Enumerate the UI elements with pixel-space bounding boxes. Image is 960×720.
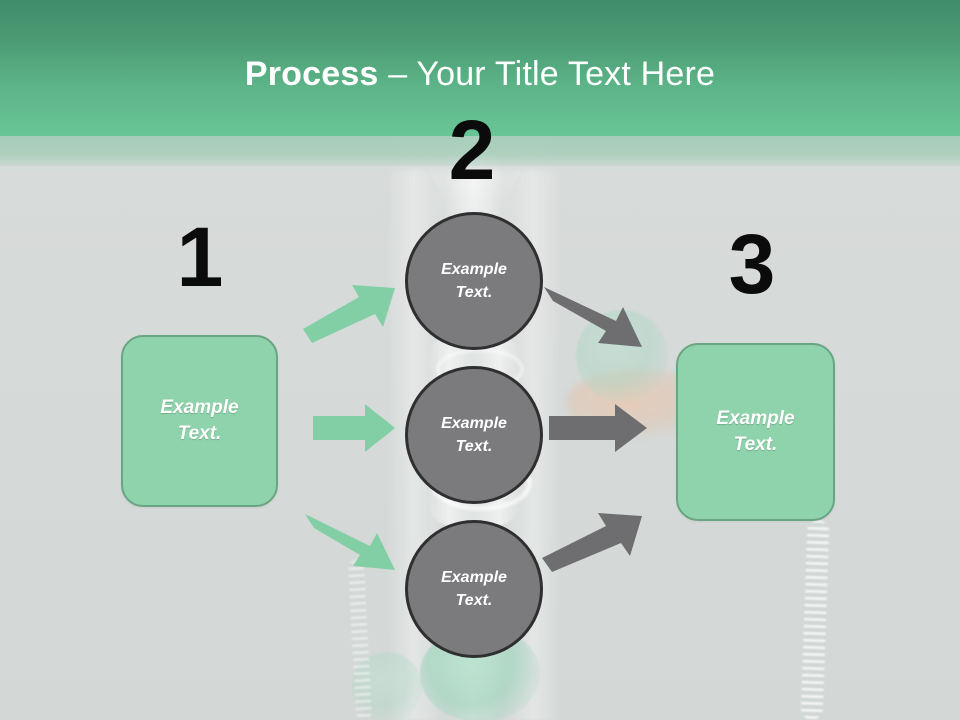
circle-2-line2: Text.	[455, 438, 493, 455]
arrow-gray-down-icon	[544, 283, 649, 349]
page-title: Process – Your Title Text Here	[0, 54, 960, 94]
box-left-line1: Example	[160, 397, 239, 418]
arrow-gray-up-icon	[542, 508, 646, 572]
header-fade-band-secondary	[0, 166, 960, 174]
header-band	[0, 0, 960, 136]
step-number-1: 1	[176, 210, 224, 304]
circle-1-line1: Example	[441, 261, 507, 278]
circle-3-line1: Example	[441, 569, 507, 586]
circle-step-2[interactable]: Example Text.	[405, 366, 543, 504]
box-right-label: Example Text.	[716, 406, 794, 458]
step-number-3: 3	[728, 217, 776, 311]
box-left-example-text[interactable]: Example Text.	[121, 335, 278, 507]
box-left-label: Example Text.	[160, 395, 238, 447]
circle-step-1[interactable]: Example Text.	[405, 212, 543, 350]
page-title-bold: Process	[244, 55, 379, 93]
circle-1-line2: Text.	[455, 284, 493, 301]
circle-3-label: Example Text.	[441, 566, 507, 612]
arrow-green-up-icon	[303, 281, 398, 343]
circle-2-label: Example Text.	[441, 412, 507, 458]
circle-2-line1: Example	[441, 415, 507, 432]
circle-3-line2: Text.	[455, 592, 493, 609]
arrow-gray-right-icon	[549, 404, 647, 452]
circle-step-3[interactable]: Example Text.	[405, 520, 543, 658]
step-number-2: 2	[448, 103, 496, 197]
box-right-line2: Text.	[733, 434, 778, 455]
arrow-green-down-icon	[305, 510, 402, 572]
arrow-green-right-icon	[313, 404, 395, 452]
beaded-sphere-small	[352, 652, 422, 720]
box-right-example-text[interactable]: Example Text.	[676, 343, 835, 521]
box-right-line1: Example	[716, 408, 795, 429]
page-title-rest: – Your Title Text Here	[378, 55, 716, 93]
box-left-line2: Text.	[177, 423, 222, 444]
circle-1-label: Example Text.	[441, 258, 507, 304]
header-fade-band	[0, 136, 960, 166]
